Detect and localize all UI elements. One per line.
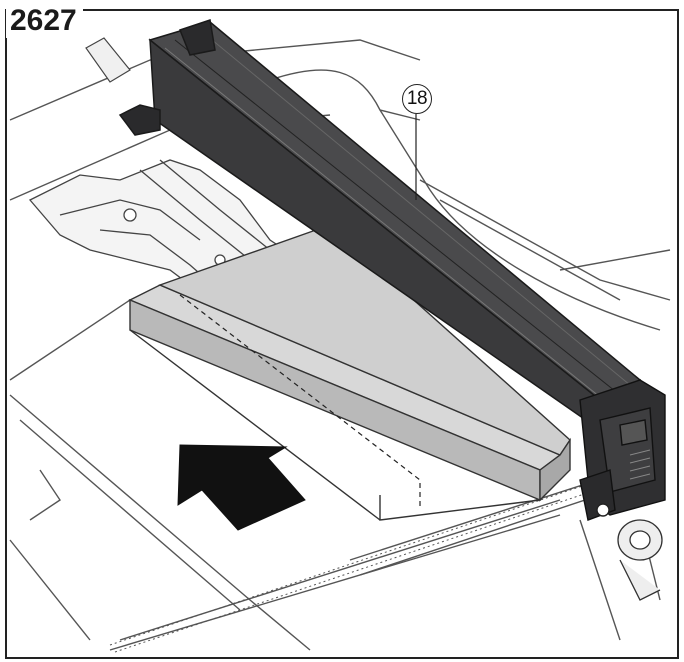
workpiece-board [128, 224, 571, 521]
cut-line [179, 294, 421, 510]
rail-track [109, 479, 606, 653]
fence-lock-clamp [579, 379, 666, 521]
rear-knob [85, 37, 131, 83]
push-direction-arrow-icon [177, 444, 306, 531]
figure-number-label: 2627 [6, 4, 83, 38]
callout-number-18: 18 [402, 84, 432, 114]
saw-table-outline [9, 39, 671, 651]
rail-knob [617, 519, 663, 601]
